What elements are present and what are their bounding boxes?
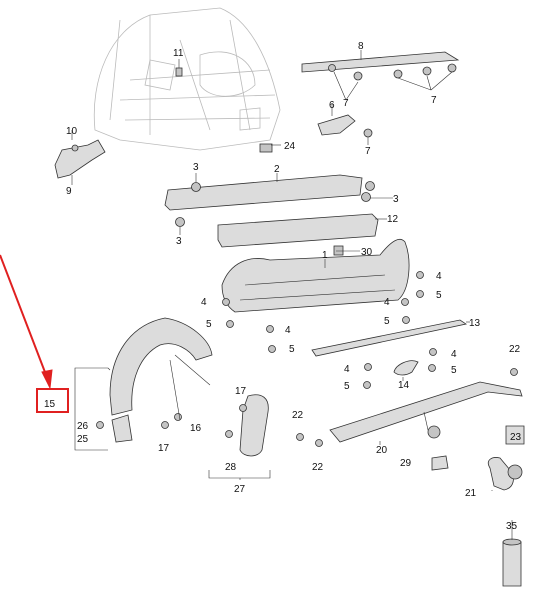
label-4: 4 — [285, 325, 291, 336]
side-bracket — [54, 139, 106, 179]
label-4: 4 — [201, 297, 207, 308]
label-6: 6 — [329, 100, 335, 111]
label-17: 17 — [235, 386, 247, 397]
label-20: 20 — [376, 445, 388, 456]
label-21: 21 — [465, 488, 477, 499]
callout-labels: 8 11 6 7 7 7 10 9 24 3 2 3 3 12 30 1 4 5… — [44, 41, 522, 532]
wheel-housing-liner — [109, 317, 213, 416]
label-5: 5 — [289, 344, 295, 355]
nut — [365, 181, 375, 191]
nut — [175, 217, 185, 227]
screw — [71, 144, 79, 152]
screw — [175, 67, 183, 77]
label-25: 25 — [77, 434, 89, 445]
cap — [505, 425, 525, 445]
energy-absorber — [217, 213, 379, 248]
tow-bar — [329, 381, 523, 443]
label-5: 5 — [384, 316, 390, 327]
label-5: 5 — [344, 381, 350, 392]
label-24: 24 — [284, 141, 296, 152]
label-29: 29 — [400, 458, 412, 469]
clip — [333, 245, 344, 256]
label-15: 15 — [44, 399, 56, 410]
label-3: 3 — [193, 162, 199, 173]
fasteners — [96, 271, 518, 447]
clip — [259, 143, 273, 153]
label-14: 14 — [398, 380, 410, 391]
label-3: 3 — [176, 236, 182, 247]
highlight-annotation — [0, 254, 69, 413]
label-11: 11 — [173, 48, 184, 59]
clip-nuts-7 — [328, 63, 457, 138]
label-16: 16 — [190, 423, 202, 434]
label-3: 3 — [393, 194, 399, 205]
nut — [191, 182, 201, 192]
label-7: 7 — [343, 98, 349, 109]
label-23: 23 — [510, 432, 522, 443]
label-22: 22 — [292, 410, 304, 421]
label-17: 17 — [158, 443, 170, 454]
label-5: 5 — [451, 365, 457, 376]
mud-flap — [239, 394, 269, 457]
label-7: 7 — [431, 95, 437, 106]
label-13: 13 — [469, 318, 481, 329]
label-5: 5 — [206, 319, 212, 330]
label-12: 12 — [387, 214, 399, 225]
nut — [361, 192, 371, 202]
spray-can — [502, 541, 522, 587]
label-4: 4 — [344, 364, 350, 375]
label-22: 22 — [312, 462, 324, 473]
label-10: 10 — [66, 126, 78, 137]
reflector — [393, 360, 419, 376]
liner-bracket — [111, 414, 133, 443]
guide-strip — [301, 51, 460, 73]
label-7: 7 — [365, 146, 371, 157]
label-4: 4 — [451, 349, 457, 360]
label-2: 2 — [274, 164, 280, 175]
label-8: 8 — [358, 41, 364, 52]
lower-trim — [311, 319, 468, 357]
label-30: 30 — [361, 247, 373, 258]
label-1: 1 — [322, 250, 328, 261]
label-4: 4 — [436, 271, 442, 282]
part-29 — [431, 455, 449, 471]
label-9: 9 — [66, 186, 72, 197]
label-27: 27 — [234, 484, 246, 495]
label-5: 5 — [436, 290, 442, 301]
bracket — [317, 114, 356, 136]
label-4: 4 — [384, 297, 390, 308]
label-35: 35 — [506, 521, 518, 532]
label-22: 22 — [509, 344, 521, 355]
bumper-cover — [221, 238, 410, 313]
car-body-rear — [93, 7, 281, 151]
leader-lines — [71, 50, 513, 540]
socket — [427, 425, 441, 439]
impact-beam — [164, 174, 363, 211]
label-26: 26 — [77, 421, 89, 432]
label-28: 28 — [225, 462, 237, 473]
